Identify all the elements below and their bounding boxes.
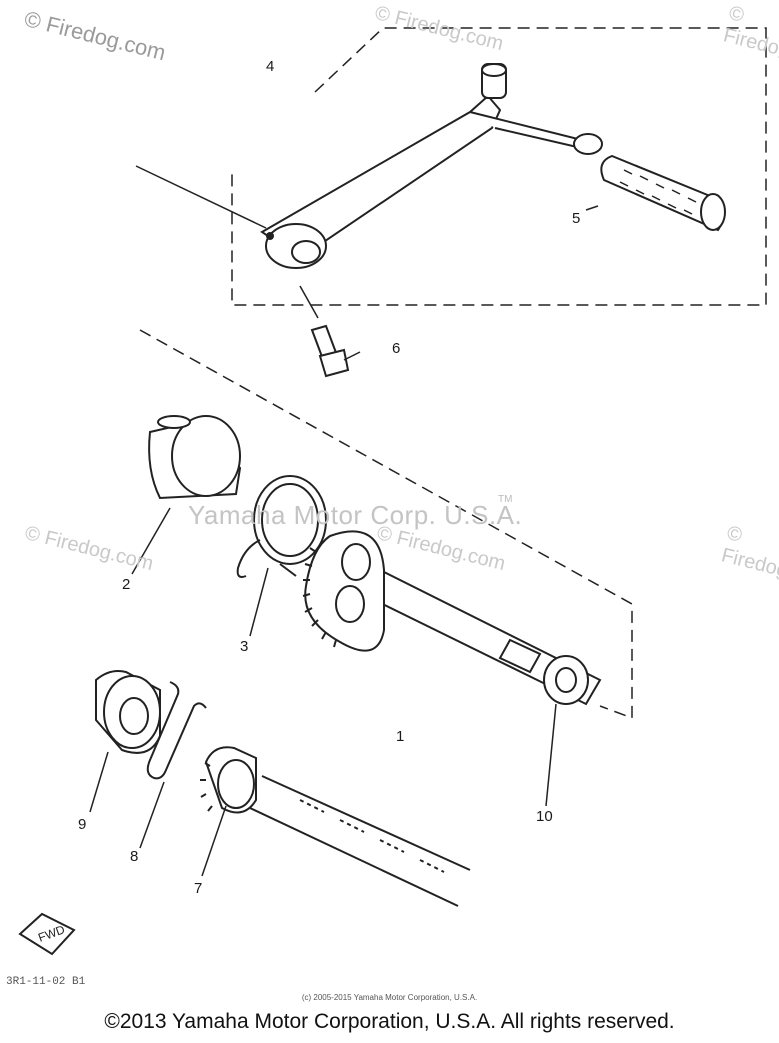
ratchet-wheel: [95, 670, 161, 754]
part-label-6: 6: [392, 340, 401, 357]
alignment-line: [139, 329, 633, 720]
part-label-8: 8: [130, 848, 139, 865]
kick-crank-arm: [260, 63, 603, 269]
kick-pedal-grip: [600, 154, 726, 232]
fwd-arrow-icon: FWD: [18, 912, 76, 956]
part-label-9: 9: [78, 816, 87, 833]
part-label-1: 1: [396, 728, 405, 745]
bolt: [310, 324, 350, 378]
part-label-3: 3: [240, 638, 249, 655]
yamaha-center-watermark: Yamaha Motor Corp. U.S.A.: [188, 500, 523, 530]
diagram-code: 3R1-11-02 B1: [6, 976, 86, 988]
part-label-7: 7: [194, 880, 203, 897]
leader-lines: [89, 165, 599, 877]
washer: [543, 655, 589, 705]
spring-cover: [148, 415, 242, 500]
trademark-mark: TM: [498, 494, 513, 505]
circlip: [146, 681, 207, 780]
kick-crank-assembly-outline: [231, 27, 767, 306]
torsion-spring: [236, 475, 327, 578]
copyright-notice: ©2013 Yamaha Motor Corporation, U.S.A. A…: [104, 1010, 675, 1033]
part-label-10: 10: [536, 808, 553, 825]
part-label-2: 2: [122, 576, 131, 593]
kick-gear-shaft: [302, 530, 602, 706]
pinion-gear: [200, 746, 257, 814]
output-shaft: [249, 775, 471, 907]
part-label-4: 4: [266, 58, 275, 75]
small-copyright: (c) 2005-2015 Yamaha Motor Corporation, …: [301, 993, 478, 1002]
part-label-5: 5: [572, 210, 581, 227]
